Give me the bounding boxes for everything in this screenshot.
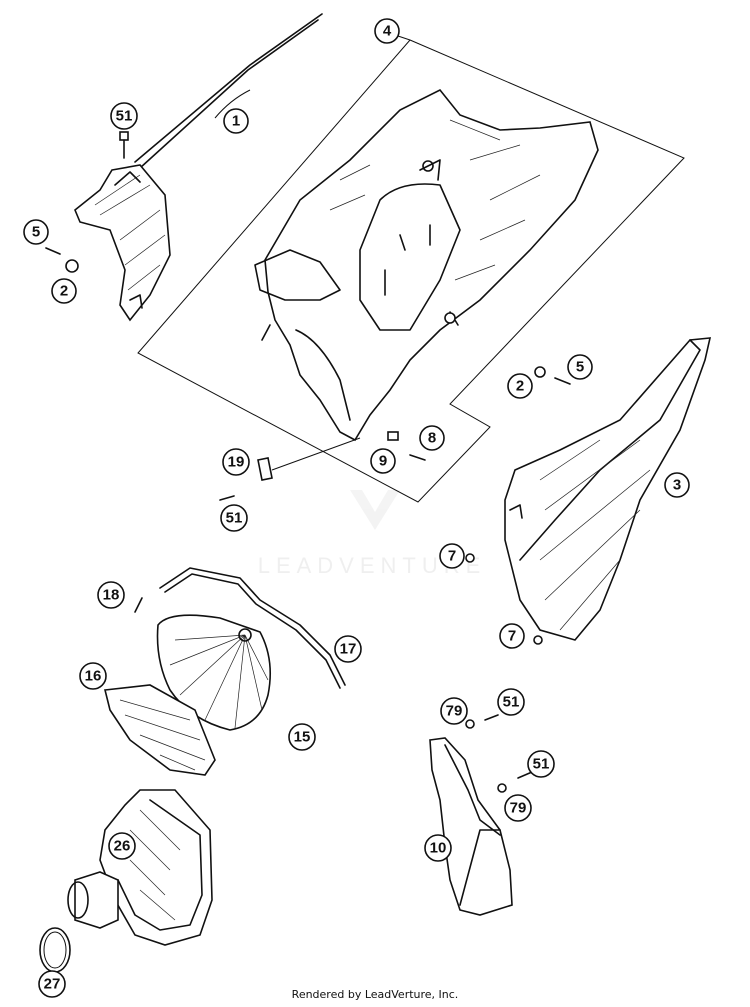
part-51-screw-b [219, 495, 235, 501]
part-1-seal-strip [134, 13, 323, 169]
callout-5: 5 [567, 354, 593, 380]
svg-text:51: 51 [533, 756, 550, 773]
callout-18: 18 [97, 581, 125, 609]
svg-text:9: 9 [379, 453, 387, 470]
part-left-bracket [74, 164, 171, 322]
svg-text:18: 18 [103, 587, 120, 604]
group-4-leader [397, 35, 411, 41]
callout-19: 19 [222, 448, 250, 476]
callout-9: 9 [370, 448, 396, 474]
callout-2: 2 [51, 278, 77, 304]
svg-text:10: 10 [430, 840, 447, 857]
part-51-screw-a [119, 131, 129, 159]
callout-51: 51 [220, 504, 248, 532]
svg-text:3: 3 [673, 477, 681, 494]
svg-text:2: 2 [60, 283, 68, 300]
callout-10: 10 [424, 834, 452, 862]
svg-text:26: 26 [114, 838, 131, 855]
part-2-nut-b [534, 366, 546, 378]
part-79-washer-a [465, 719, 475, 729]
svg-text:16: 16 [85, 668, 102, 685]
watermark-logo: LEADVENTURE [258, 490, 480, 578]
part-5-screw-b [554, 377, 571, 385]
svg-text:2: 2 [516, 378, 524, 395]
part-10-snorkel [429, 737, 513, 916]
svg-text:5: 5 [32, 224, 40, 241]
part-26-intake-boot [67, 789, 213, 946]
svg-text:15: 15 [294, 729, 311, 746]
callout-7: 7 [439, 543, 465, 569]
callout-8: 8 [419, 425, 445, 451]
part-18-pin [134, 597, 143, 613]
part-9-screw [409, 454, 426, 461]
svg-text:19: 19 [228, 454, 245, 471]
svg-text:1: 1 [232, 113, 240, 130]
part-19-bracket [257, 457, 273, 481]
part-4-airbox [254, 88, 599, 442]
callout-5: 5 [23, 219, 49, 245]
part-27-clamp [39, 927, 71, 973]
svg-text:27: 27 [44, 976, 61, 993]
svg-text:51: 51 [226, 510, 243, 527]
part-16-filter-cage [104, 684, 216, 776]
callout-51: 51 [527, 750, 555, 778]
callout-15: 15 [288, 723, 316, 751]
callout-3: 3 [664, 472, 690, 498]
leader-19-9 [271, 437, 361, 471]
svg-text:79: 79 [510, 800, 527, 817]
group-4-outline [137, 39, 685, 503]
callout-51: 51 [497, 688, 525, 716]
footer-credit: Rendered by LeadVerture, Inc. [292, 988, 459, 1001]
callout-17: 17 [334, 635, 362, 663]
callout-79: 79 [504, 794, 532, 822]
svg-text:79: 79 [446, 703, 463, 720]
part-7-fastener-b [533, 635, 543, 645]
part-51-screw-d [517, 771, 533, 779]
callout-26: 26 [108, 832, 136, 860]
svg-text:51: 51 [116, 108, 133, 125]
part-7-fastener-a [465, 553, 475, 563]
part-3-side-cover [504, 337, 712, 641]
svg-text:51: 51 [503, 694, 520, 711]
svg-text:7: 7 [508, 628, 516, 645]
svg-text:17: 17 [340, 641, 357, 658]
part-79-washer-b [497, 783, 507, 793]
part-17-wire-bail [159, 567, 346, 689]
callout-4: 4 [374, 18, 400, 44]
part-8-clip [387, 431, 399, 441]
part-15-filter [156, 614, 272, 731]
part-2-nut-a [65, 259, 79, 273]
svg-text:4: 4 [383, 23, 392, 40]
callout-1: 1 [223, 108, 249, 134]
part-51-screw-c [484, 714, 499, 721]
callout-51: 51 [110, 102, 138, 130]
svg-text:8: 8 [428, 430, 436, 447]
callout-2: 2 [507, 373, 533, 399]
callout-16: 16 [79, 662, 107, 690]
callout-7: 7 [499, 623, 525, 649]
part-5-screw-a [45, 247, 61, 255]
svg-text:7: 7 [448, 548, 456, 565]
svg-text:5: 5 [576, 359, 584, 376]
callout-27: 27 [38, 970, 66, 998]
callout-79: 79 [440, 697, 468, 725]
